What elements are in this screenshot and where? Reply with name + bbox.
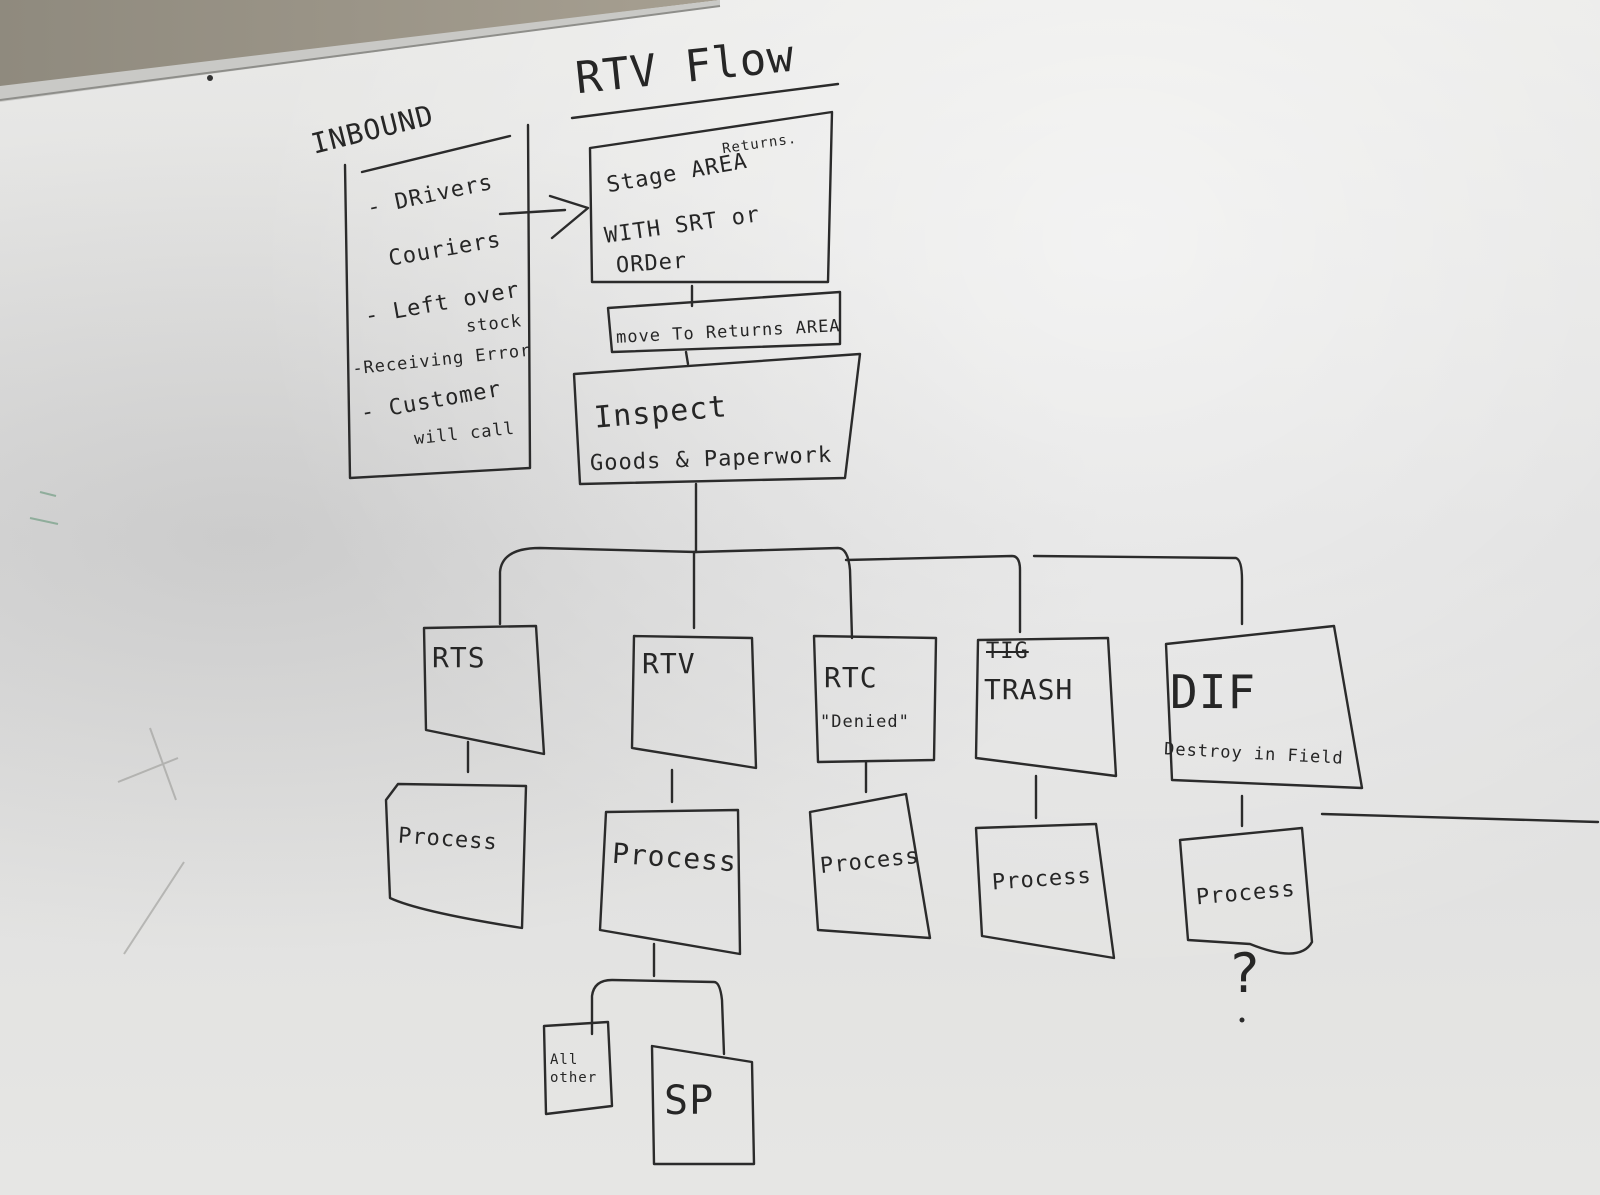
stage-line-3: ORDer [615, 248, 688, 280]
bus-to-dif [1034, 556, 1242, 624]
bus-to-trash [846, 556, 1020, 632]
branch-trash-code: TRASH [984, 672, 1073, 707]
dif-side-line [1322, 814, 1598, 822]
branch-bus [500, 548, 852, 638]
branch-rts-code: RTS [432, 640, 486, 675]
rts-process-box [386, 784, 526, 928]
branch-rtv-code: RTV [642, 646, 696, 681]
question-dot [1240, 1018, 1245, 1023]
branch-tig-code: TIG [986, 638, 1029, 666]
branch-rtc-code: RTC [824, 660, 878, 695]
arrow-to-stage [500, 196, 588, 238]
rtc-box [814, 636, 936, 762]
rtv-child-all-other: All other [550, 1052, 606, 1087]
rtv-child-sp: SP [664, 1076, 714, 1126]
branch-dif-code: DIF [1170, 664, 1256, 722]
dif-question-mark: ? [1228, 940, 1262, 1008]
rtv-process-box [600, 810, 740, 954]
branch-rtc-note: "Denied" [820, 712, 910, 733]
rtv-children-bus [592, 980, 724, 1054]
move-connector [686, 352, 688, 364]
